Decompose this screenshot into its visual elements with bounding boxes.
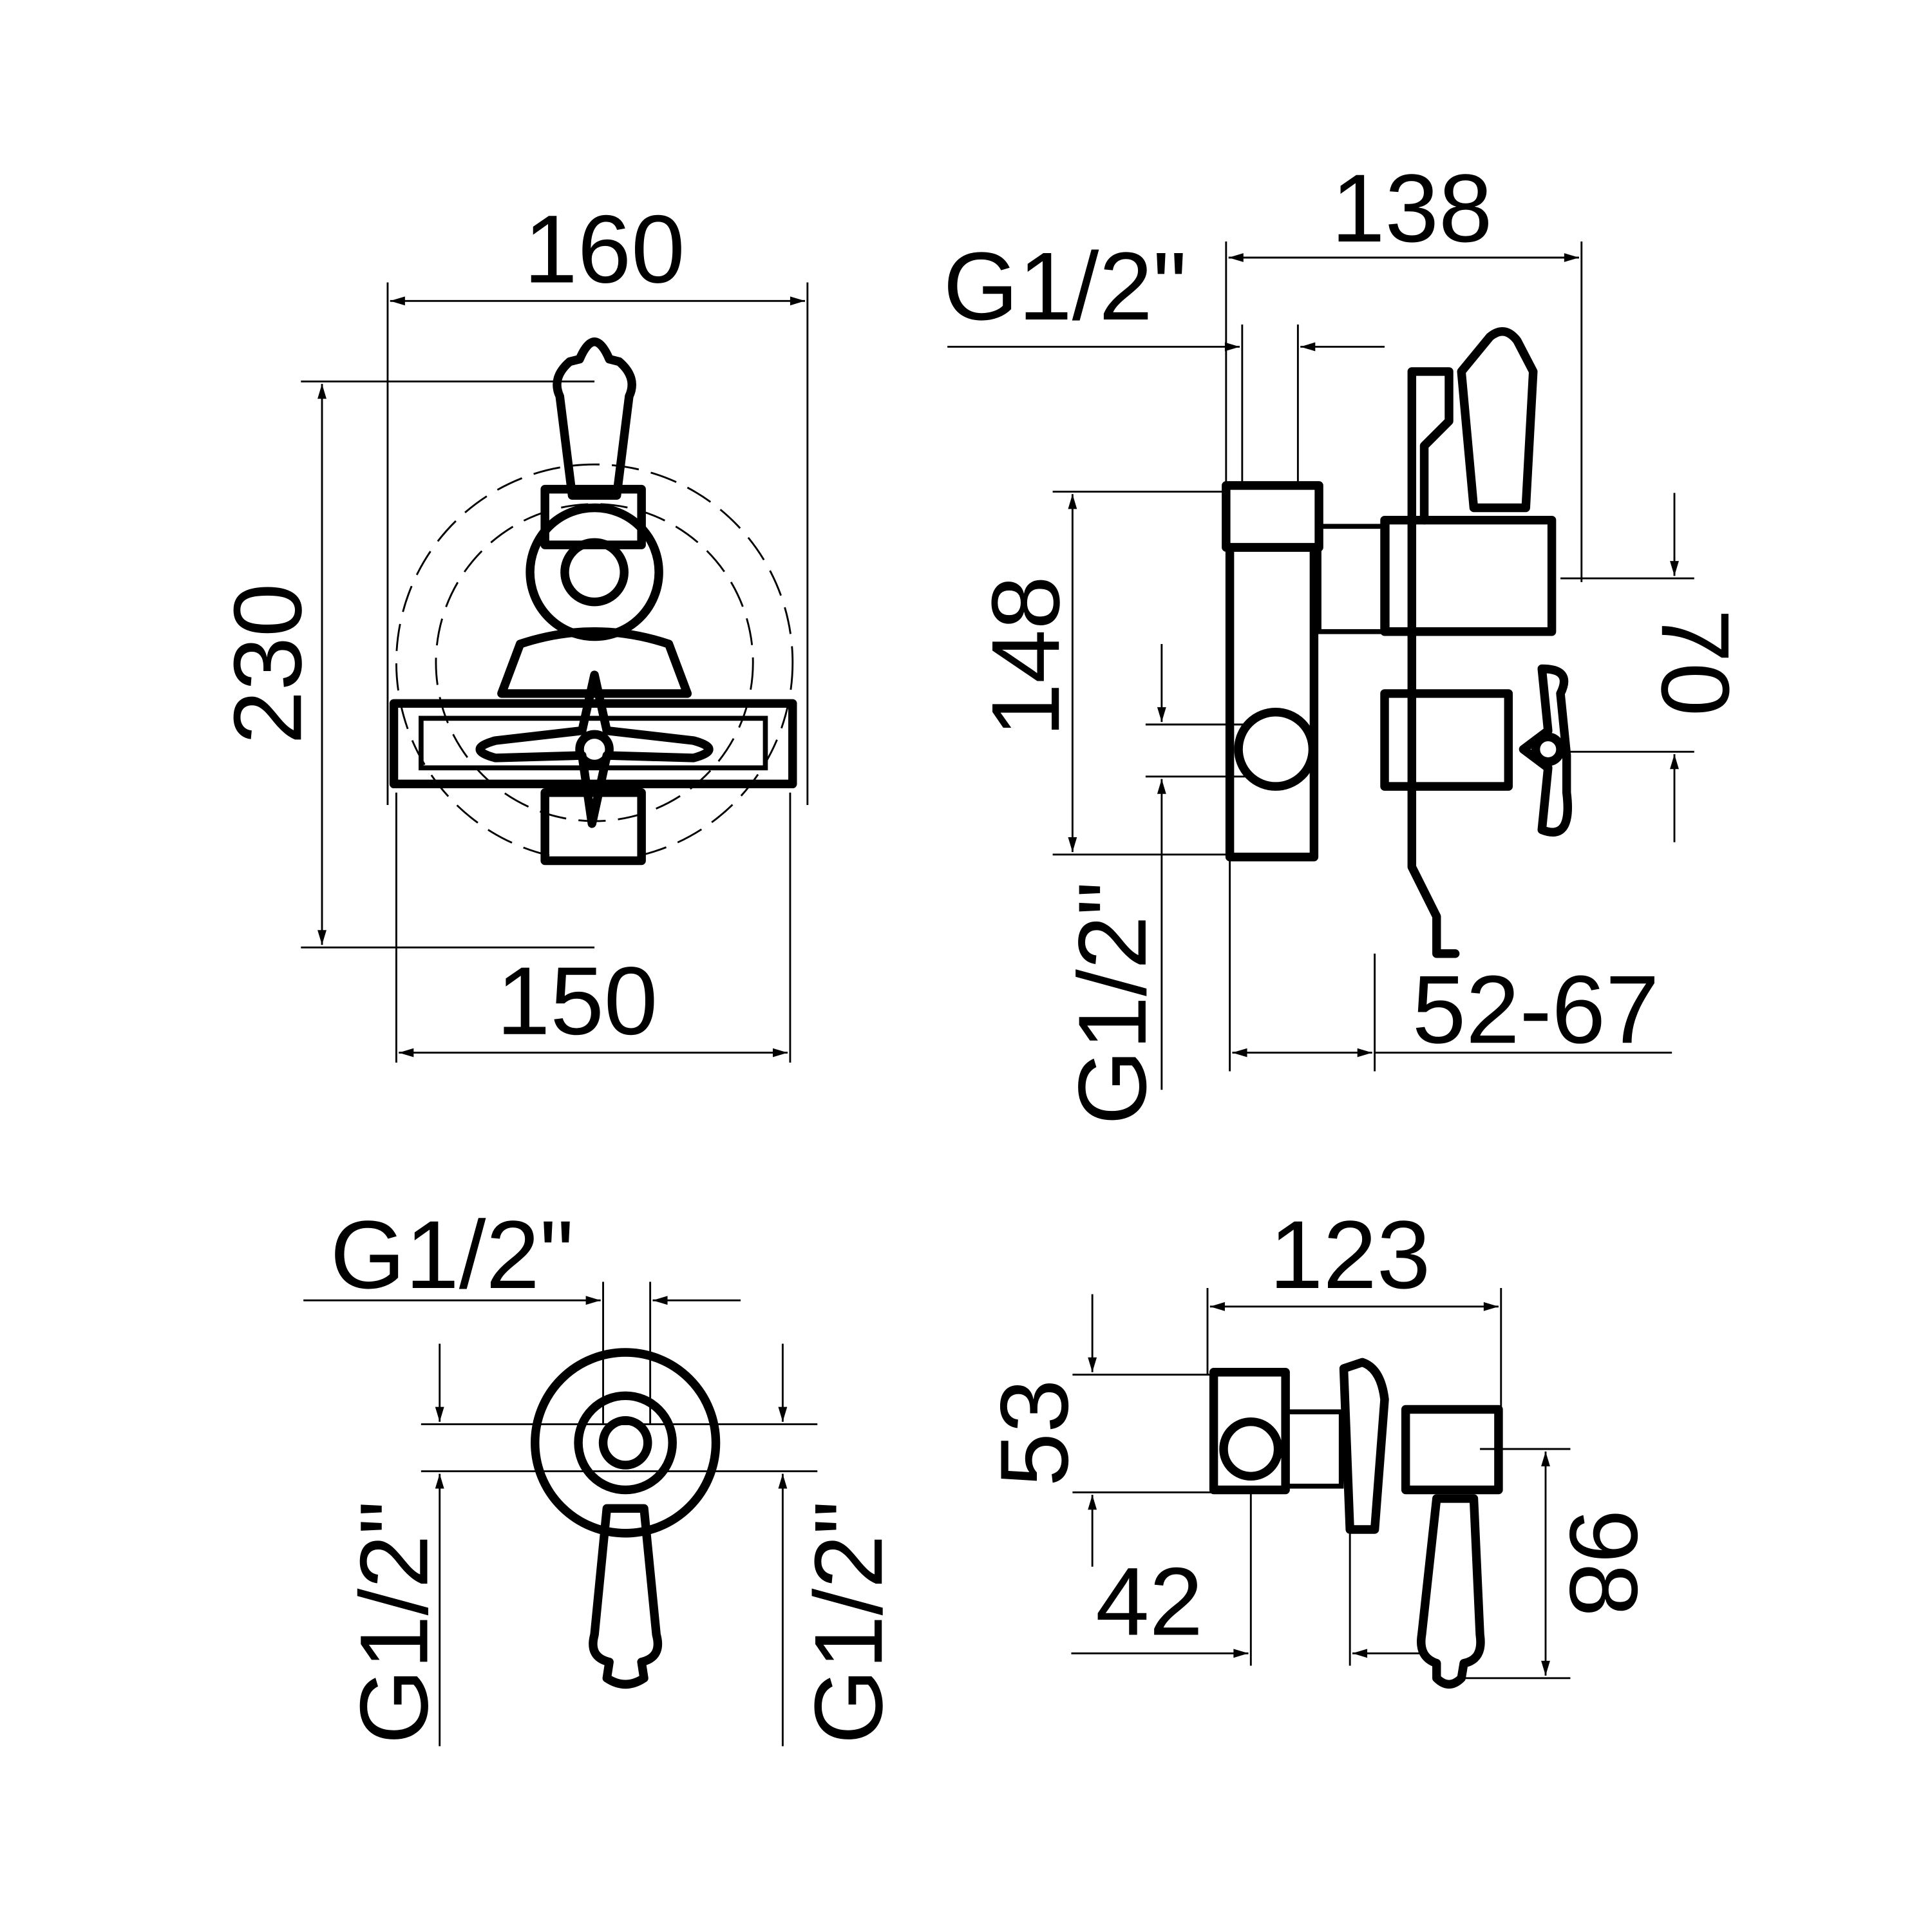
wall-plate-outline <box>395 463 794 862</box>
small-valve-body <box>574 1391 677 1495</box>
cross-handle-hub <box>1531 732 1565 766</box>
outlet-body <box>540 788 646 866</box>
dimension-label-98: 98 <box>1549 1509 1658 1616</box>
wall-plate-profile <box>1407 367 1460 958</box>
dimension-label-138: 138 <box>1331 154 1492 262</box>
side-lever-handle <box>1457 327 1538 513</box>
small-lever-handle <box>589 1504 663 1689</box>
front-view: 160 230 150 <box>213 194 809 1063</box>
dimension-label-150: 150 <box>497 947 658 1055</box>
small-side-lever <box>1417 1494 1485 1689</box>
dimension-label-160: 160 <box>524 194 685 303</box>
dimension-label-53: 53 <box>980 1379 1088 1487</box>
upper-valve-body <box>1380 515 1557 636</box>
lever-handle <box>553 337 636 500</box>
cross-handle <box>475 670 714 828</box>
inlet-nut-top <box>1222 481 1323 552</box>
cross-handle-hub <box>575 730 614 769</box>
side-body <box>1225 543 1319 862</box>
dimension-label-70: 70 <box>1642 609 1750 716</box>
small-wall-plate <box>1339 1358 1389 1534</box>
dimension-label-52-67: 52-67 <box>1412 955 1660 1063</box>
small-side-view: 123 53 42 98 <box>980 1200 1658 1689</box>
inlet-nut-side <box>1234 708 1318 791</box>
small-valve-plate <box>531 1348 721 1538</box>
lower-valve-body <box>1380 689 1513 791</box>
dimension-label-small-inlet-top: G1/2" <box>330 1200 574 1309</box>
dimension-label-123: 123 <box>1269 1200 1430 1309</box>
dimension-label-inlet-top: G1/2" <box>943 232 1187 340</box>
dimension-label-230: 230 <box>213 583 321 744</box>
small-inlet-port <box>1219 1417 1283 1481</box>
crossbar-body <box>389 699 797 789</box>
dimension-label-148: 148 <box>971 576 1079 737</box>
wall-plate-inner-outline <box>435 503 754 822</box>
dimension-label-inlet-side: G1/2" <box>1058 881 1166 1124</box>
body-connector <box>497 627 692 698</box>
connector <box>1316 524 1390 634</box>
valve-cap <box>560 538 629 607</box>
small-valve-cap <box>598 1416 652 1470</box>
small-front-view: G1/2" G1/2" G1/2" <box>303 1200 902 1747</box>
dimension-label-small-inlet-left: G1/2" <box>339 1501 448 1744</box>
dimension-label-small-inlet-right: G1/2" <box>794 1501 902 1744</box>
side-view: 138 G1/2" 148 G1/2" 52-67 70 <box>943 154 1750 1125</box>
small-connector <box>1283 1409 1344 1489</box>
dimension-label-42: 42 <box>1095 1547 1203 1655</box>
valve-body <box>526 503 663 641</box>
side-cross-handle <box>1519 664 1573 837</box>
